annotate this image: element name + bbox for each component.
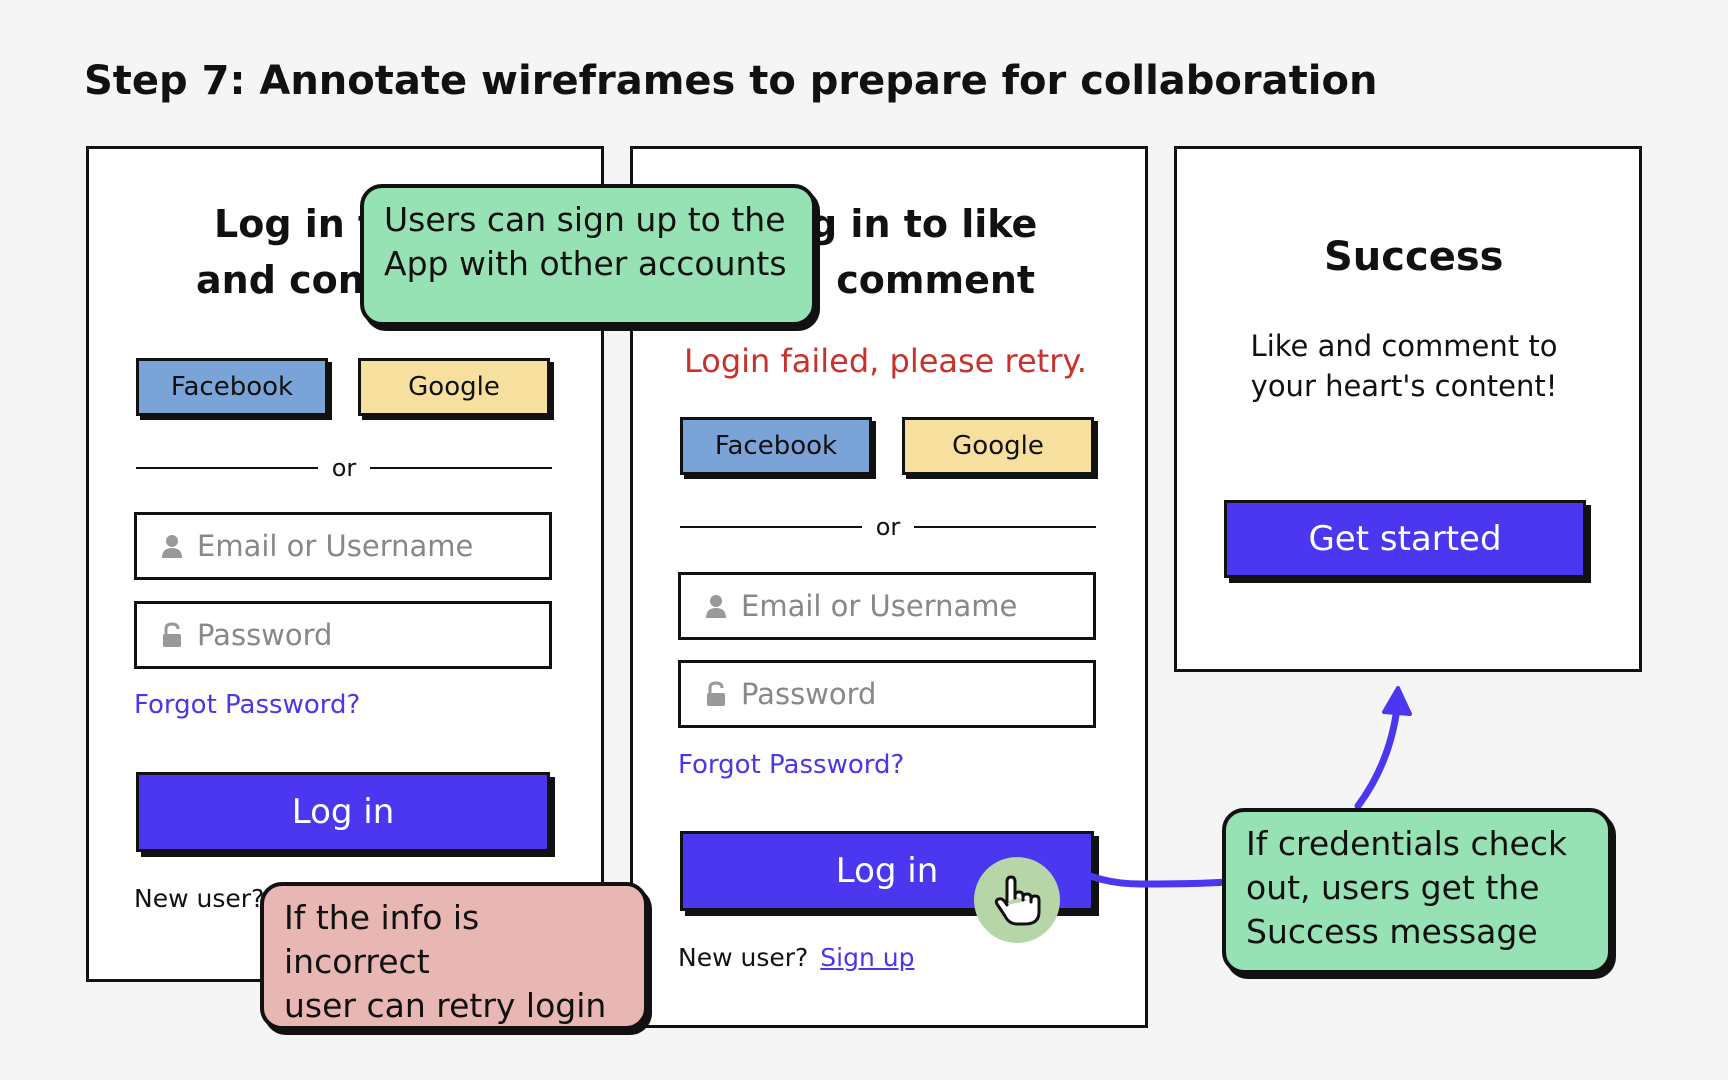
google-button[interactable]: Google bbox=[902, 417, 1094, 475]
sign-up-link[interactable]: Sign up bbox=[820, 943, 915, 972]
cursor-highlight bbox=[974, 857, 1060, 943]
divider-line bbox=[136, 467, 318, 469]
or-divider: or bbox=[680, 512, 1096, 542]
step-title: Step 7: Annotate wireframes to prepare f… bbox=[84, 58, 1378, 104]
or-divider: or bbox=[136, 453, 552, 483]
user-icon bbox=[162, 535, 182, 558]
divider-line bbox=[914, 526, 1096, 528]
lock-icon bbox=[163, 622, 181, 647]
lock-icon bbox=[707, 681, 725, 706]
note-retry-line2: user can retry login bbox=[284, 986, 607, 1025]
note-success-line2: out, users get the bbox=[1246, 868, 1540, 907]
password-field[interactable]: Password bbox=[134, 601, 552, 669]
email-placeholder: Email or Username bbox=[197, 529, 474, 563]
note-signup-line2: App with other accounts bbox=[384, 244, 787, 283]
forgot-password-link[interactable]: Forgot Password? bbox=[678, 750, 905, 780]
get-started-button[interactable]: Get started bbox=[1224, 500, 1586, 578]
or-label: or bbox=[331, 454, 357, 482]
success-arrow-head bbox=[1382, 686, 1412, 716]
error-message: Login failed, please retry. bbox=[684, 342, 1087, 380]
note-retry-line1: If the info is incorrect bbox=[284, 898, 480, 981]
email-field[interactable]: Email or Username bbox=[134, 512, 552, 580]
password-field[interactable]: Password bbox=[678, 660, 1096, 728]
note-success: If credentials check out, users get the … bbox=[1222, 808, 1612, 974]
success-arrow bbox=[1354, 696, 1402, 810]
forgot-password-link[interactable]: Forgot Password? bbox=[134, 690, 361, 720]
divider-line bbox=[370, 467, 552, 469]
login-button[interactable]: Log in bbox=[136, 772, 550, 852]
google-button[interactable]: Google bbox=[358, 358, 550, 416]
login-failed-heading-line2: l comment bbox=[810, 258, 1036, 302]
success-text-line2: your heart's content! bbox=[1250, 369, 1558, 403]
note-success-line3: Success message bbox=[1246, 912, 1538, 951]
hand-pointer-icon bbox=[994, 875, 1041, 926]
login-failed-heading-line1: g in to like bbox=[810, 202, 1038, 246]
password-placeholder: Password bbox=[741, 677, 877, 711]
password-placeholder: Password bbox=[197, 618, 333, 652]
login-heading: Log in t and con bbox=[196, 196, 406, 308]
note-signup: Users can sign up to the App with other … bbox=[360, 184, 816, 326]
login-heading-line2: and con bbox=[196, 258, 365, 302]
new-user-text: New user? bbox=[678, 943, 809, 972]
divider-line bbox=[680, 526, 862, 528]
email-placeholder: Email or Username bbox=[741, 589, 1018, 623]
new-user-row: New user? Sign up bbox=[678, 943, 914, 972]
success-title: Success bbox=[1324, 234, 1504, 280]
note-signup-line1: Users can sign up to the bbox=[384, 200, 786, 239]
success-frame bbox=[1174, 146, 1642, 672]
email-field[interactable]: Email or Username bbox=[678, 572, 1096, 640]
user-icon bbox=[706, 595, 726, 618]
facebook-button[interactable]: Facebook bbox=[136, 358, 328, 416]
new-user-text: New user? bbox=[134, 884, 265, 913]
connector-dot bbox=[1062, 860, 1074, 872]
connector-arrow bbox=[1064, 862, 1230, 888]
login-heading-line1: Log in t bbox=[214, 202, 377, 246]
success-text-line1: Like and comment to bbox=[1250, 329, 1558, 363]
note-success-line1: If credentials check bbox=[1246, 824, 1568, 863]
note-retry: If the info is incorrect user can retry … bbox=[260, 882, 648, 1030]
or-label: or bbox=[875, 513, 901, 541]
facebook-button[interactable]: Facebook bbox=[680, 417, 872, 475]
login-failed-heading: g in to like l comment bbox=[810, 196, 1050, 308]
success-text: Like and comment to your heart's content… bbox=[1214, 326, 1594, 406]
